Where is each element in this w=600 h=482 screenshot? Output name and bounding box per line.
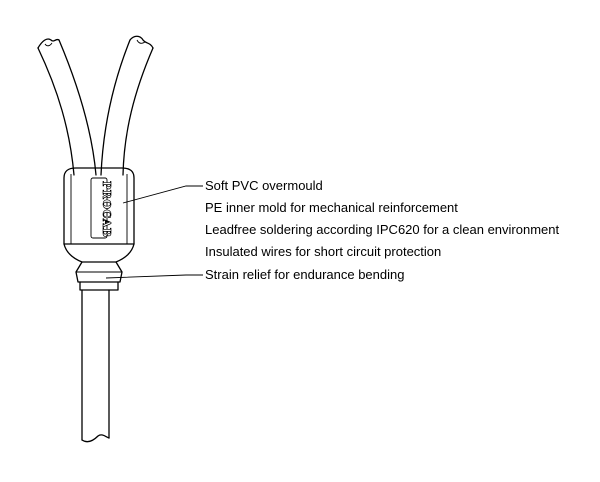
procab-logo: PROCAB [90, 177, 113, 239]
label-soft-pvc-overmould: Soft PVC overmould [205, 178, 323, 193]
label-leadfree-soldering: Leadfree soldering according IPC620 for … [205, 222, 559, 237]
leader-overmould [122, 185, 203, 204]
label-insulated-wires: Insulated wires for short circuit protec… [205, 244, 441, 259]
logo-text: PROCAB [100, 181, 113, 238]
leader-strain-relief [105, 274, 203, 279]
pvc-overmould [63, 167, 135, 263]
callout-labels: Soft PVC overmould PE inner mold for mec… [205, 178, 559, 282]
left-wire [37, 38, 97, 176]
right-wire [100, 35, 154, 176]
label-pe-inner-mold: PE inner mold for mechanical reinforceme… [205, 200, 458, 215]
label-strain-relief: Strain relief for endurance bending [205, 267, 404, 282]
lower-cable [81, 289, 110, 443]
strain-relief [75, 261, 123, 291]
